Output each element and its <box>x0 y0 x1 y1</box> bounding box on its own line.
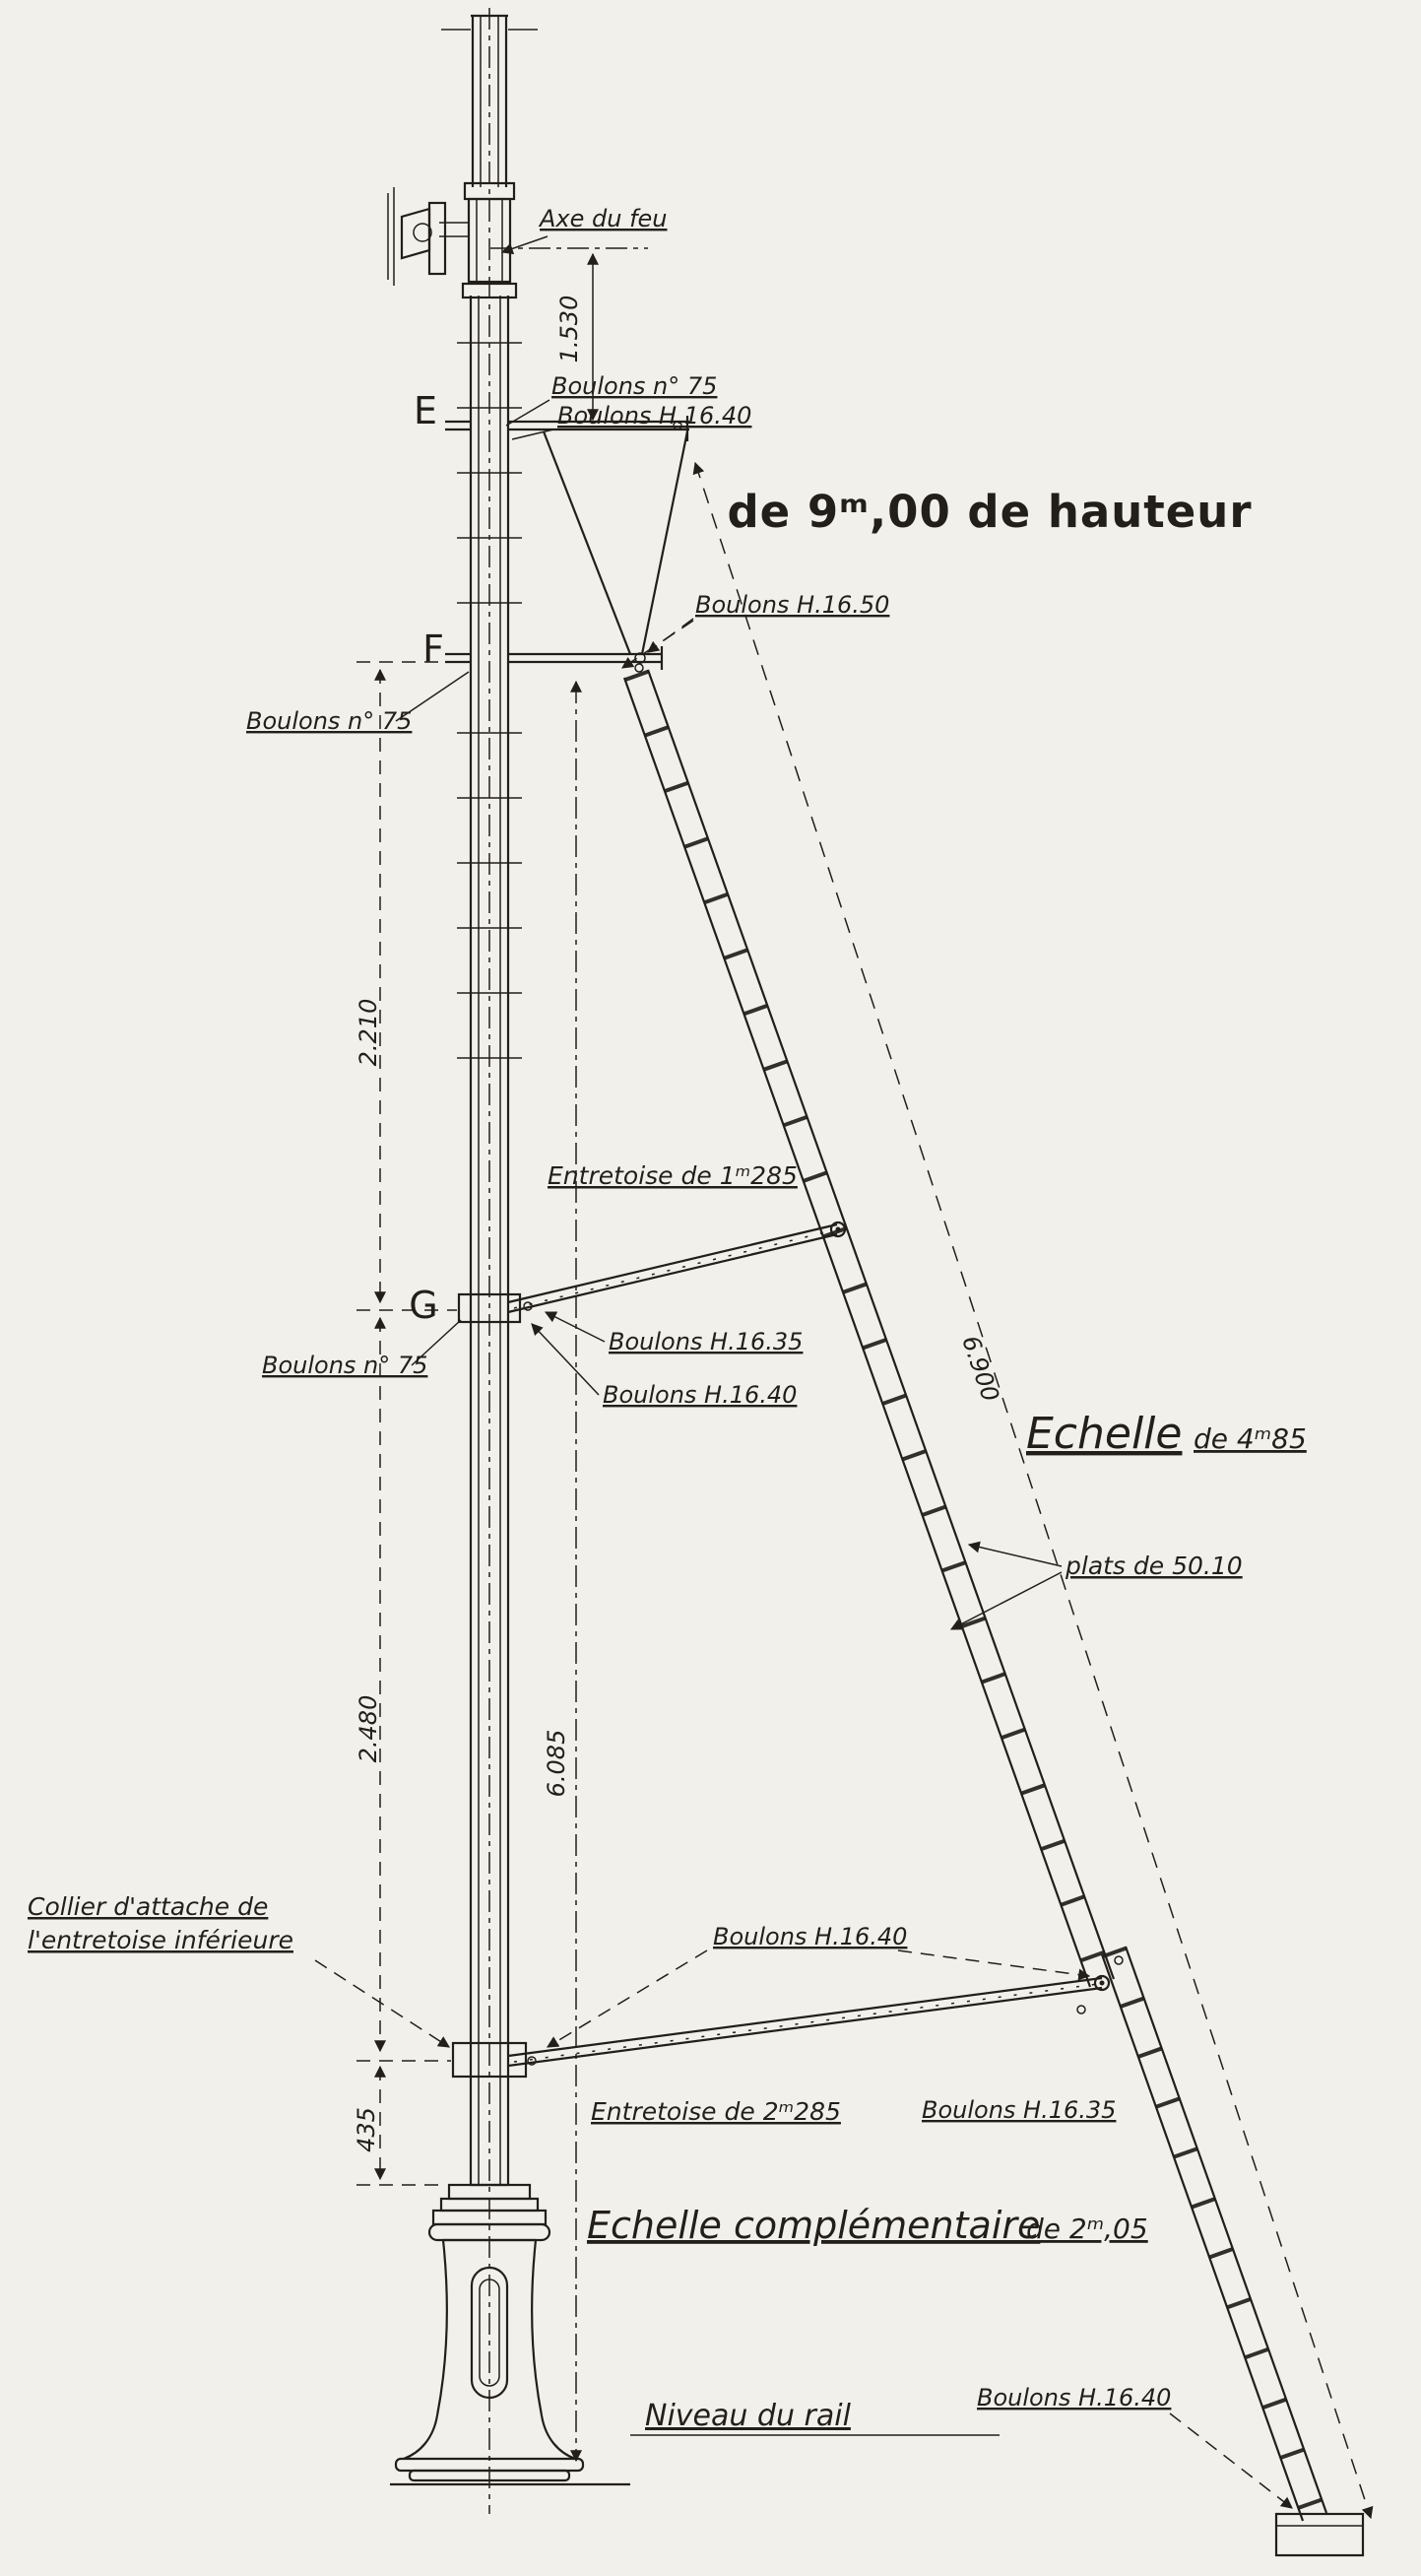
dim-2210: 2.210 <box>355 999 382 1067</box>
label-boulons-n75-g: Boulons n° 75 <box>262 1352 427 1379</box>
upper-strut <box>457 1221 847 1324</box>
label-boulons-h1640-top: Boulons H.16.40 <box>557 402 751 429</box>
label-collier-line2: l'entretoise inférieure <box>28 1926 293 1954</box>
climbing-pegs <box>457 342 522 1059</box>
dimension-lines <box>356 252 1000 2463</box>
label-echelle-suite: de 4ᵐ85 <box>1194 1422 1307 1455</box>
label-boulons-h1640-g: Boulons H.16.40 <box>603 1381 797 1409</box>
dim-6085: 6.085 <box>543 1730 570 1798</box>
label-boulons-h1640-bas: Boulons H.16.40 <box>977 2384 1171 2411</box>
label-entretoise-inf: Entretoise de 2ᵐ285 <box>591 2097 841 2126</box>
label-plats: plats de 50.10 <box>1065 1552 1243 1580</box>
point-f: F <box>422 627 444 671</box>
dim-435: 435 <box>353 2107 380 2152</box>
ladder-foot-pad <box>1274 2512 1365 2557</box>
signal-lamp <box>387 187 512 286</box>
bracket-f <box>445 646 664 670</box>
label-boulons-h1635-g: Boulons H.16.35 <box>609 1328 803 1355</box>
label-niveau-rail: Niveau du rail <box>645 2399 852 2433</box>
dim-2480: 2.480 <box>355 1695 382 1763</box>
mast <box>441 14 538 2187</box>
cast-iron-base <box>390 2183 630 2486</box>
drawing-title: de 9ᵐ,00 de hauteur <box>727 486 1252 538</box>
label-boulons-h1640-inf: Boulons H.16.40 <box>713 1923 907 1950</box>
dim-6900: 6.900 <box>956 1332 1004 1405</box>
label-boulons-n75-top: Boulons n° 75 <box>551 372 717 400</box>
label-boulons-h1650: Boulons H.16.50 <box>695 591 889 619</box>
leader-lines <box>314 235 1293 2509</box>
point-g: G <box>409 1284 437 1327</box>
label-entretoise-sup: Entretoise de 1ᵐ285 <box>548 1161 798 1190</box>
label-echelle-comp: Echelle complémentaire <box>587 2204 1040 2247</box>
label-axe-du-feu: Axe du feu <box>538 205 668 232</box>
label-collier-line1: Collier d'attache de <box>28 1892 268 1921</box>
annotations: Axe du feu 1.530 Boulons n° 75 Boulons H… <box>28 205 1307 2433</box>
overall-dimension-line <box>692 461 1374 2520</box>
bracket-e <box>445 416 689 655</box>
label-echelle: Echelle <box>1026 1409 1182 1459</box>
label-echelle-comp-suite: de 2ᵐ,05 <box>1026 2213 1148 2245</box>
label-boulons-h1635-inf: Boulons H.16.35 <box>922 2096 1116 2124</box>
main-ladder <box>622 663 1116 1988</box>
point-e: E <box>414 389 437 432</box>
mast-centerline <box>488 8 648 2514</box>
label-boulons-n75-f: Boulons n° 75 <box>246 707 412 735</box>
dim-1530: 1.530 <box>555 296 583 363</box>
lower-strut <box>451 1955 1124 2079</box>
